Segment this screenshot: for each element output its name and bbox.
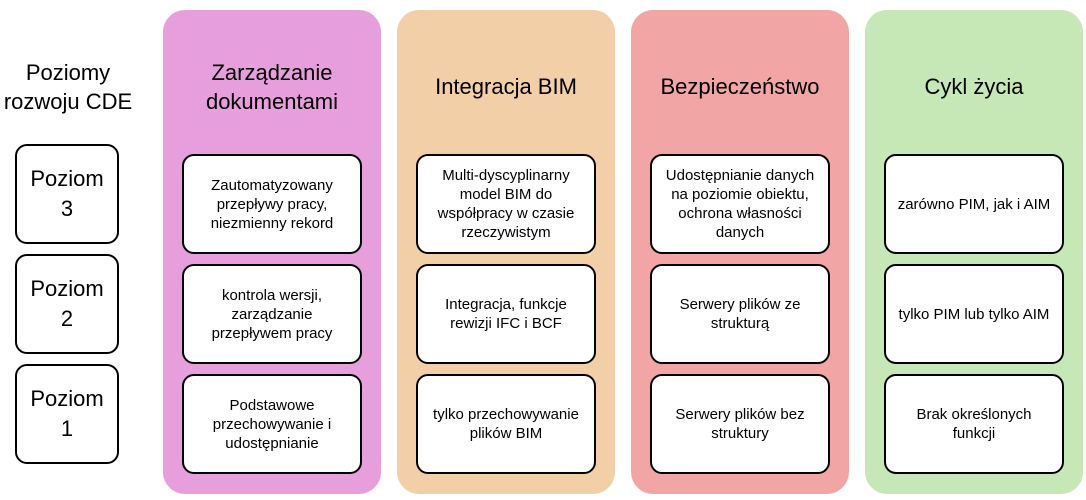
cell-level-2: kontrola wersji, zarządzanie przepływem …: [182, 264, 362, 364]
cell-level-2: Serwery plików ze strukturą: [650, 264, 830, 364]
level-box-1: Poziom 1: [15, 364, 119, 464]
level-number: 2: [60, 306, 74, 331]
cell-level-3: Zautomatyzowany przepływy pracy, niezmie…: [182, 154, 362, 254]
level-box-3: Poziom 3: [15, 144, 119, 244]
column-title: Cykl życia: [924, 74, 1024, 99]
column-title-line2: dokumentami: [205, 89, 339, 114]
column-security: Bezpieczeństwo Udostępnianie danych na p…: [631, 10, 849, 494]
cell-level-1: Podstawowe przechowywanie i udostępniani…: [182, 374, 362, 474]
column-title-line1: Zarządzanie: [211, 60, 333, 85]
levels-title: Poziomy rozwoju CDE: [0, 58, 136, 116]
column-lifecycle: Cykl życia zarówno PIM, jak i AIM tylko …: [865, 10, 1083, 494]
level-box-2: Poziom 2: [15, 254, 119, 354]
cell-level-1: Brak określonych funkcji: [884, 374, 1064, 474]
column-document-management: Zarządzanie dokumentami Zautomatyzowany …: [163, 10, 381, 494]
level-number: 3: [60, 196, 74, 221]
levels-title-line2: rozwoju CDE: [3, 89, 133, 114]
levels-title-line1: Poziomy: [25, 60, 111, 85]
column-bim-integration: Integracja BIM Multi-dyscyplinarny model…: [397, 10, 615, 494]
cell-level-1: Serwery plików bez struktury: [650, 374, 830, 474]
cell-level-3: zarówno PIM, jak i AIM: [884, 154, 1064, 254]
level-label: Poziom: [30, 166, 104, 191]
column-title: Zarządzanie dokumentami: [163, 58, 381, 116]
cell-level-3: Udostępnianie danych na poziomie obiektu…: [650, 154, 830, 254]
level-label: Poziom: [30, 276, 104, 301]
cell-level-2: Integracja, funkcje rewizji IFC i BCF: [416, 264, 596, 364]
cell-level-2: tylko PIM lub tylko AIM: [884, 264, 1064, 364]
column-title: Integracja BIM: [435, 74, 577, 99]
cell-level-3: Multi-dyscyplinarny model BIM do współpr…: [416, 154, 596, 254]
level-label: Poziom: [30, 386, 104, 411]
level-number: 1: [60, 416, 74, 441]
column-title: Bezpieczeństwo: [660, 74, 820, 99]
cell-level-1: tylko przechowywanie plików BIM: [416, 374, 596, 474]
